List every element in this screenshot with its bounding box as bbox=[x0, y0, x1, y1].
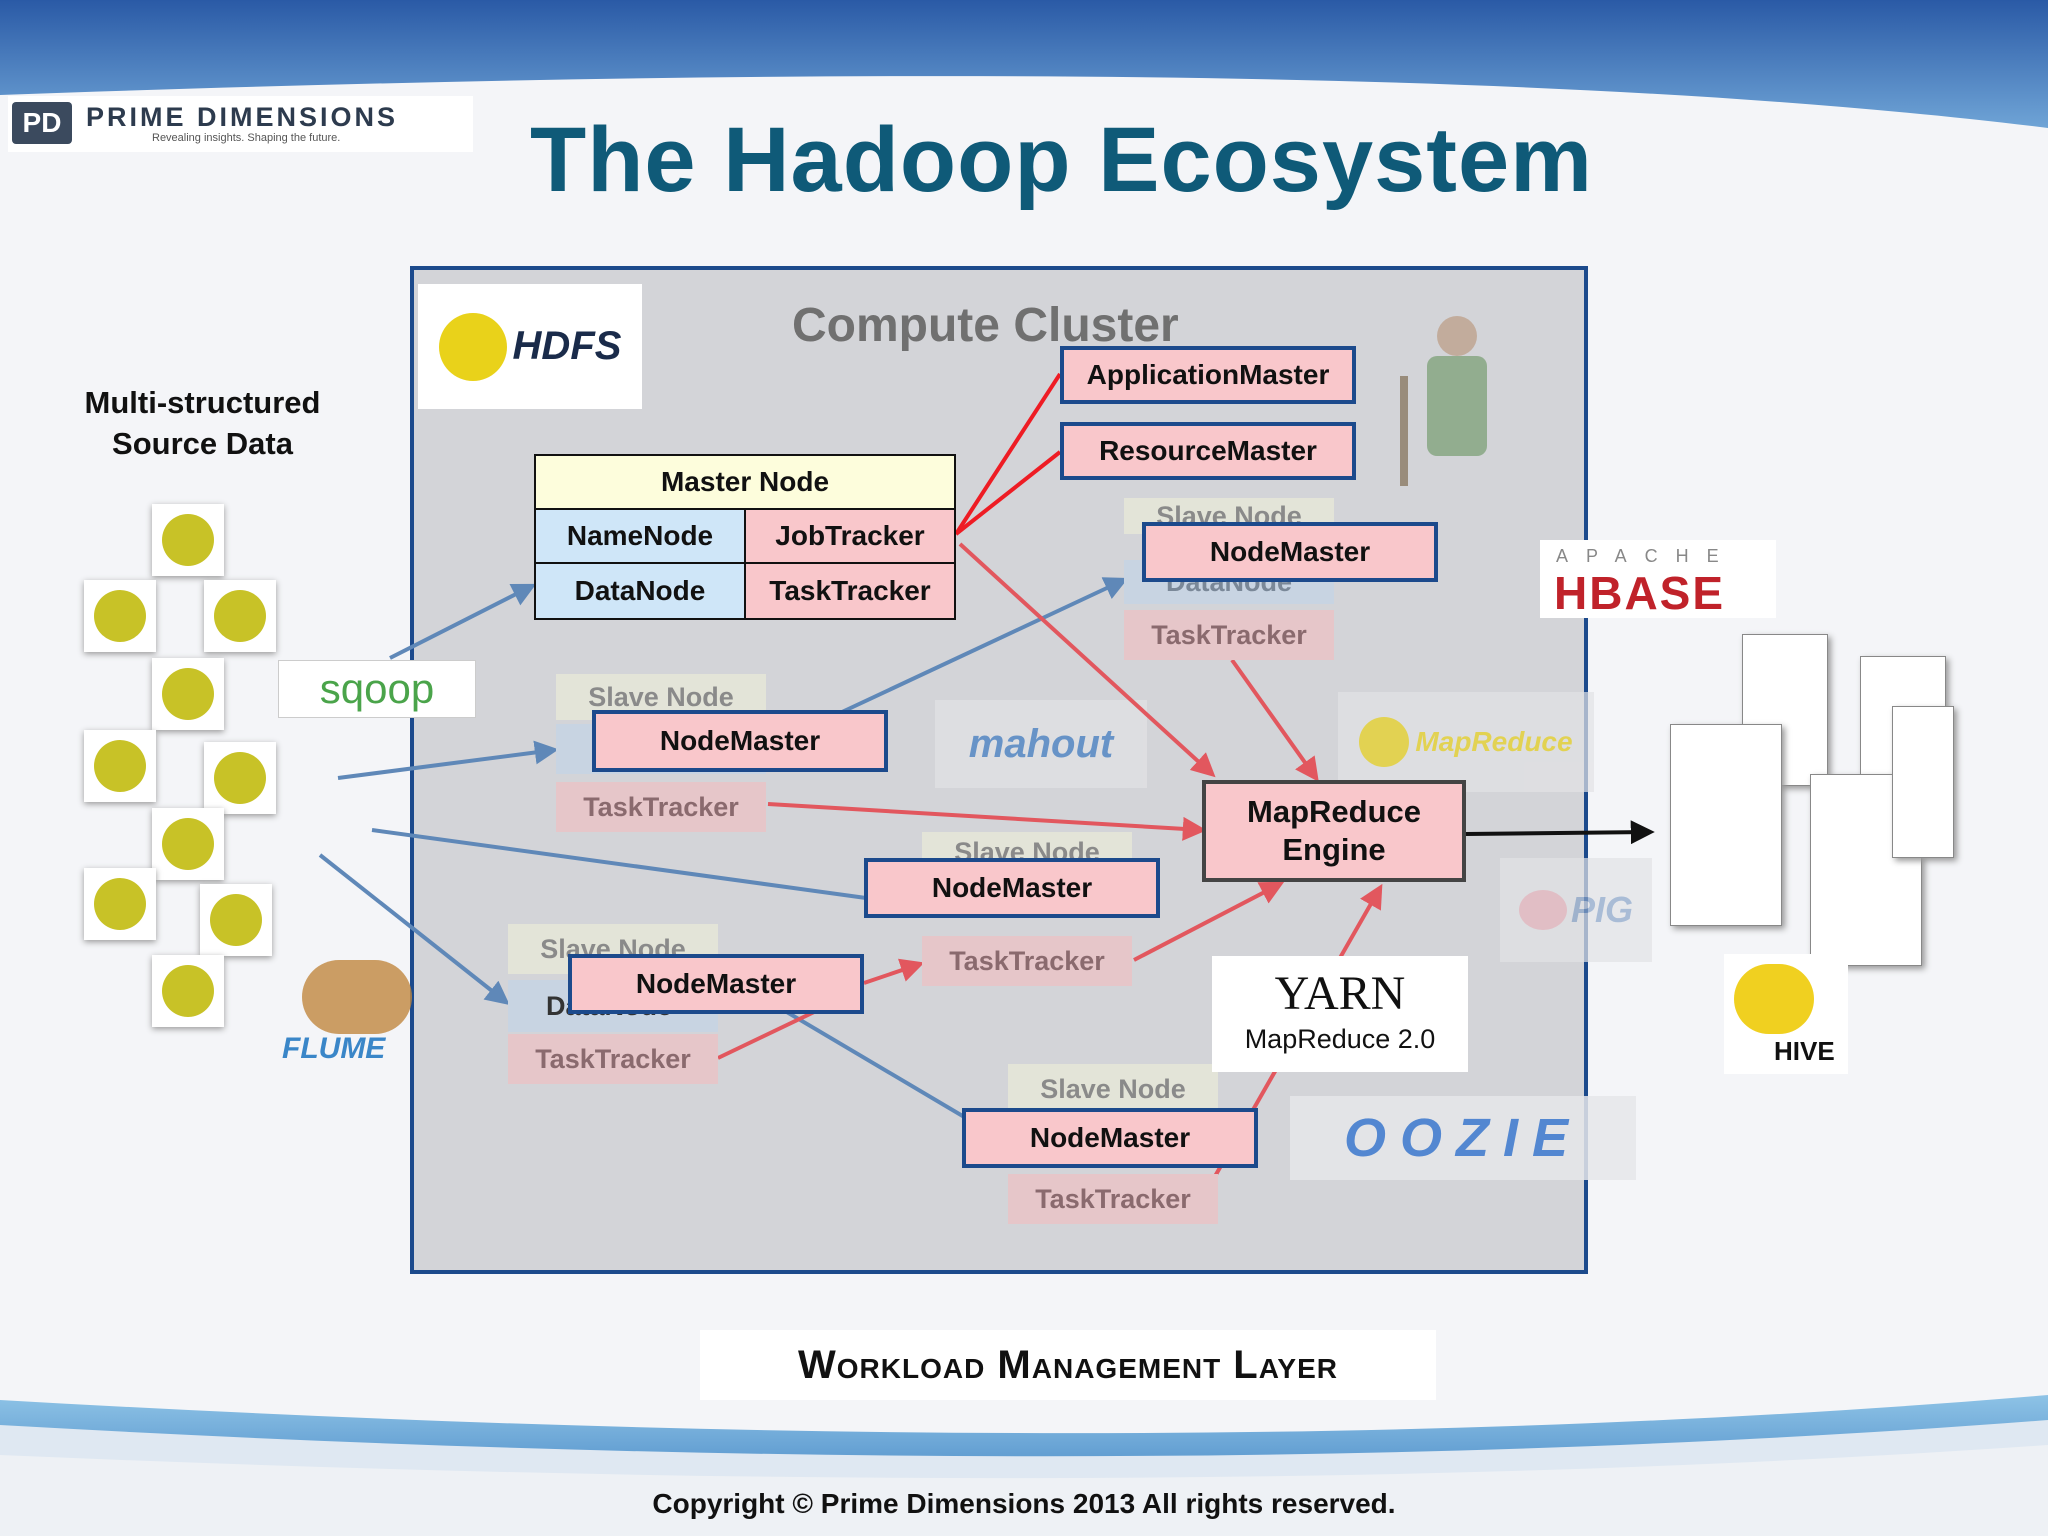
master-node-table: Master Node NameNode JobTracker DataNode… bbox=[534, 454, 956, 620]
slave-node-1-tasktracker: TaskTracker bbox=[556, 782, 766, 832]
mapreduce-engine-box: MapReduce Engine bbox=[1202, 780, 1466, 882]
copyright-text: Copyright © Prime Dimensions 2013 All ri… bbox=[652, 1488, 1396, 1519]
mapreduce-engine-line1: MapReduce bbox=[1247, 794, 1421, 829]
company-logo: PD PRIME DIMENSIONS Revealing insights. … bbox=[8, 96, 473, 152]
logo-name: PRIME DIMENSIONS bbox=[86, 102, 399, 132]
arrow-engine-output bbox=[1465, 820, 1655, 845]
mapreduce-logo: MapReduce bbox=[1338, 692, 1594, 792]
oozie-logo-text: OOZIE bbox=[1343, 1108, 1582, 1168]
node-master-5: NodeMaster bbox=[962, 1108, 1258, 1168]
node-master-1: NodeMaster bbox=[592, 710, 888, 772]
yarn-box: YARN MapReduce 2.0 bbox=[1212, 956, 1468, 1072]
mobile-icon bbox=[152, 955, 224, 1027]
headphones-icon bbox=[152, 504, 224, 576]
node-master-3: NodeMaster bbox=[864, 858, 1160, 918]
source-icons-grid bbox=[80, 500, 290, 1035]
pig-logo-text: PIG bbox=[1570, 889, 1633, 930]
mail-icon bbox=[200, 884, 272, 956]
source-label: Multi-structured Source Data bbox=[50, 382, 355, 464]
hive-logo: HIVE bbox=[1724, 954, 1848, 1074]
sqoop-logo: sqoop bbox=[278, 660, 476, 718]
source-label-line1: Multi-structured bbox=[84, 385, 321, 420]
source-label-line2: Source Data bbox=[112, 426, 293, 461]
application-master-box: ApplicationMaster bbox=[1060, 346, 1356, 404]
sqoop-logo-text: sqoop bbox=[319, 665, 435, 712]
logo-tagline: Revealing insights. Shaping the future. bbox=[152, 132, 341, 144]
workload-layer-label: Workload Management Layer bbox=[798, 1342, 1338, 1387]
arrow-slave1-engine bbox=[767, 802, 1207, 841]
node-master-2: NodeMaster bbox=[1142, 522, 1438, 582]
slave-node-5-label: Slave Node bbox=[1008, 1064, 1218, 1114]
arrow-slave4-slave5 bbox=[778, 1006, 968, 1120]
printer-icon bbox=[152, 658, 224, 730]
arrow-resmaster-jobtracker bbox=[954, 450, 1062, 536]
arrow-source-slave4 bbox=[318, 853, 510, 1005]
pig-logo: PIG bbox=[1500, 858, 1652, 962]
master-node-header: Master Node bbox=[536, 456, 954, 510]
logo-mark-icon: PD bbox=[12, 102, 72, 144]
farmer-mascot-icon bbox=[1392, 316, 1522, 496]
slave-node-2-tasktracker: TaskTracker bbox=[1124, 610, 1334, 660]
output-documents-icon bbox=[1670, 634, 1970, 974]
folder-icon bbox=[84, 730, 156, 802]
tasktracker-cell: TaskTracker bbox=[746, 564, 954, 618]
node-master-4: NodeMaster bbox=[568, 954, 864, 1014]
flume-logo: FLUME bbox=[262, 942, 462, 1072]
elephant-icon bbox=[438, 312, 507, 381]
flume-logo-text: FLUME bbox=[282, 1032, 386, 1065]
hive-logo-text: HIVE bbox=[1774, 1036, 1835, 1066]
slave-node-4-tasktracker: TaskTracker bbox=[508, 1034, 718, 1084]
hdfs-logo: HDFS bbox=[418, 284, 642, 409]
arrow-slave3-engine bbox=[1133, 881, 1285, 962]
slave-node-5-tasktracker: TaskTracker bbox=[1008, 1174, 1218, 1224]
mahout-logo: mahout bbox=[935, 700, 1147, 788]
slave-node-3-tasktracker: TaskTracker bbox=[922, 936, 1132, 986]
arrow-source-slave3 bbox=[371, 828, 867, 900]
document-icon bbox=[204, 742, 276, 814]
arrow-source-slave1 bbox=[337, 740, 559, 780]
mahout-logo-text: mahout bbox=[968, 721, 1114, 766]
cluster-title: Compute Cluster bbox=[792, 299, 1179, 352]
oozie-logo: OOZIE bbox=[1290, 1096, 1636, 1180]
hbase-logo: APACHE HBASE bbox=[1540, 540, 1776, 619]
datanode-cell: DataNode bbox=[536, 564, 746, 618]
yarn-title: YARN bbox=[1274, 967, 1406, 1020]
arrow-slave2-engine bbox=[1230, 658, 1319, 782]
arrow-appmaster-jobtracker bbox=[954, 372, 1062, 536]
page-title: The Hadoop Ecosystem bbox=[530, 109, 1593, 211]
arrow-jobtracker-engine bbox=[958, 542, 1216, 778]
mapreduce-engine-line2: Engine bbox=[1282, 832, 1386, 867]
workload-layer-banner: Workload Management Layer bbox=[700, 1330, 1436, 1400]
mapreduce-logo-text: MapReduce bbox=[1415, 726, 1573, 757]
jobtracker-cell: JobTracker bbox=[746, 510, 954, 564]
arrow-sqoop-master bbox=[389, 583, 537, 660]
arrow-slave4-slave3 bbox=[863, 958, 925, 985]
arrow-slave1-slave2 bbox=[841, 577, 1129, 714]
hbase-logo-text: HBASE bbox=[1554, 567, 1726, 619]
hbase-logo-top: APACHE bbox=[1556, 546, 1737, 566]
yarn-subtitle: MapReduce 2.0 bbox=[1244, 1024, 1436, 1054]
hdfs-logo-text: HDFS bbox=[512, 324, 622, 368]
resource-master-box: ResourceMaster bbox=[1060, 422, 1356, 480]
namenode-cell: NameNode bbox=[536, 510, 746, 564]
phone-icon bbox=[152, 808, 224, 880]
gamepad-icon bbox=[84, 580, 156, 652]
camera-icon bbox=[84, 868, 156, 940]
tower-icon bbox=[204, 580, 276, 652]
